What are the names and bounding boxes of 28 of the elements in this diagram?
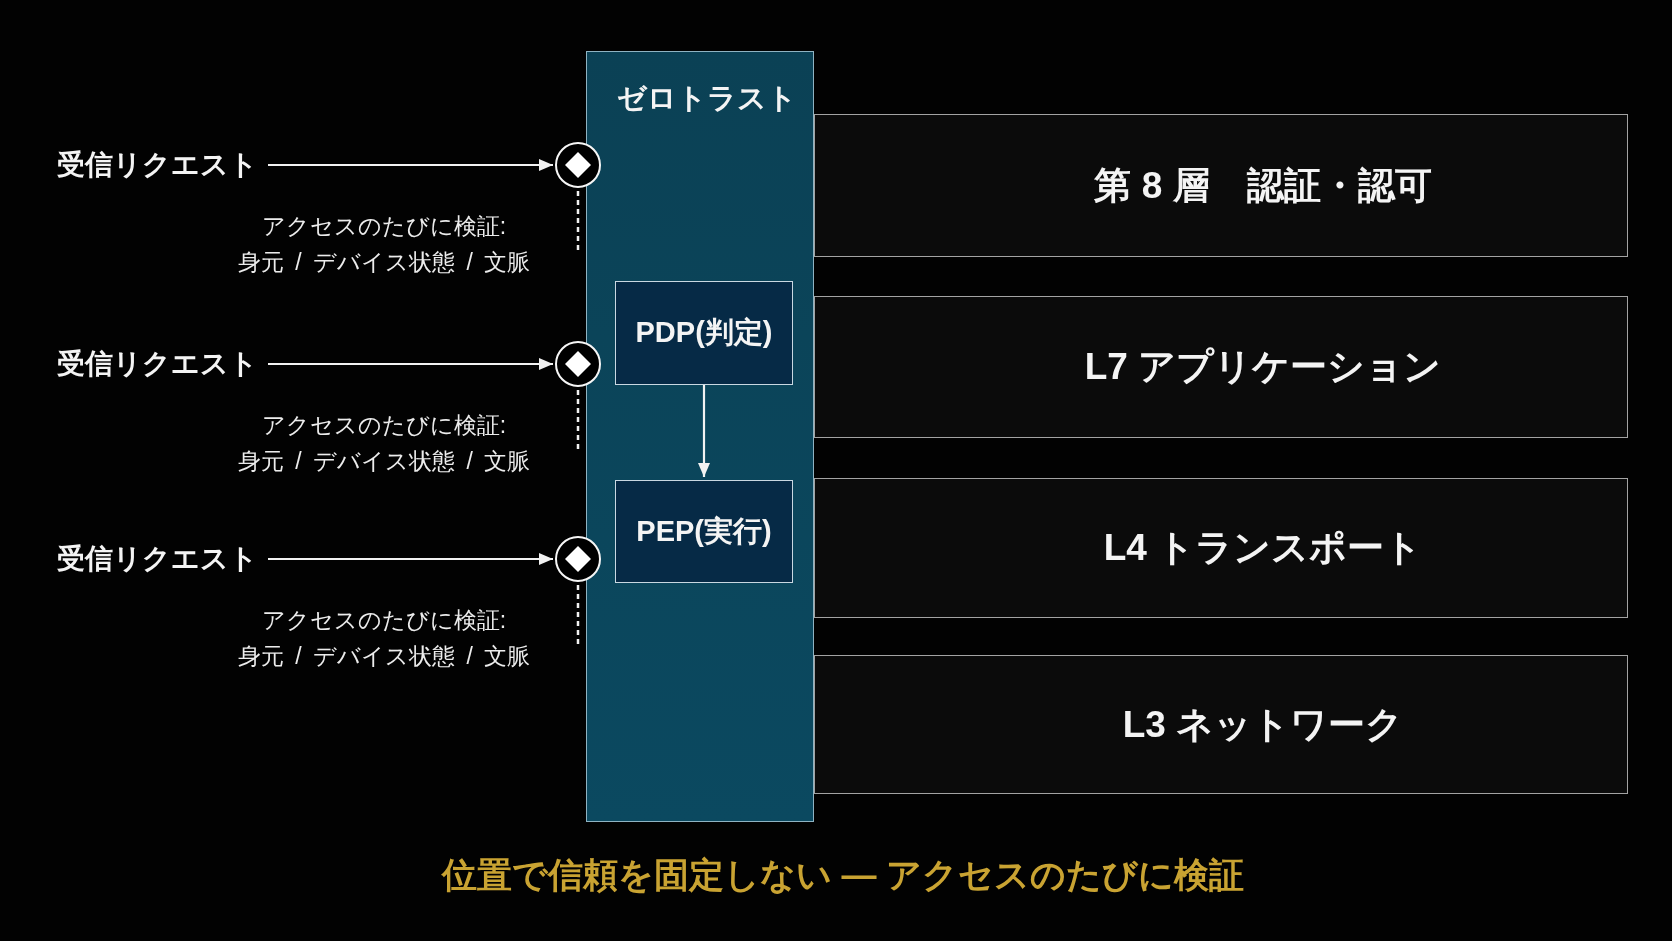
arrow [268,358,553,370]
dashed-line [576,390,580,452]
panel-heading: ゼロトラスト [617,81,797,116]
annotation-text: 身元 / デバイス状態 / 文脈 [237,248,531,277]
annotation-text: 身元 / デバイス状態 / 文脈 [237,447,531,476]
annotation-text: アクセスのたびに検証: [261,606,507,635]
arrow [268,553,553,565]
arrow [268,159,553,171]
layer-box: L7 アプリケーション [814,296,1628,438]
caption-text: 位置で信頼を固定しない — アクセスのたびに検証 [441,854,1245,896]
checkpoint-circle [555,536,601,582]
process-box: PDP(判定) [615,281,793,385]
annotation-text: 身元 / デバイス状態 / 文脈 [237,642,531,671]
request-label: 受信リクエスト [57,147,258,183]
checkpoint-circle [555,142,601,188]
column-panel [586,51,814,822]
layer-box: L4 トランスポート [814,478,1628,618]
layer-box: L3 ネットワーク [814,655,1628,794]
dashed-line [576,585,580,647]
arrow [698,385,710,477]
dashed-line [576,191,580,253]
layer-box: 第 8 層 認証・認可 [814,114,1628,257]
annotation-text: アクセスのたびに検証: [261,411,507,440]
request-label: 受信リクエスト [57,346,258,382]
annotation-text: アクセスのたびに検証: [261,212,507,241]
process-box: PEP(実行) [615,480,793,583]
checkpoint-circle [555,341,601,387]
request-label: 受信リクエスト [57,541,258,577]
